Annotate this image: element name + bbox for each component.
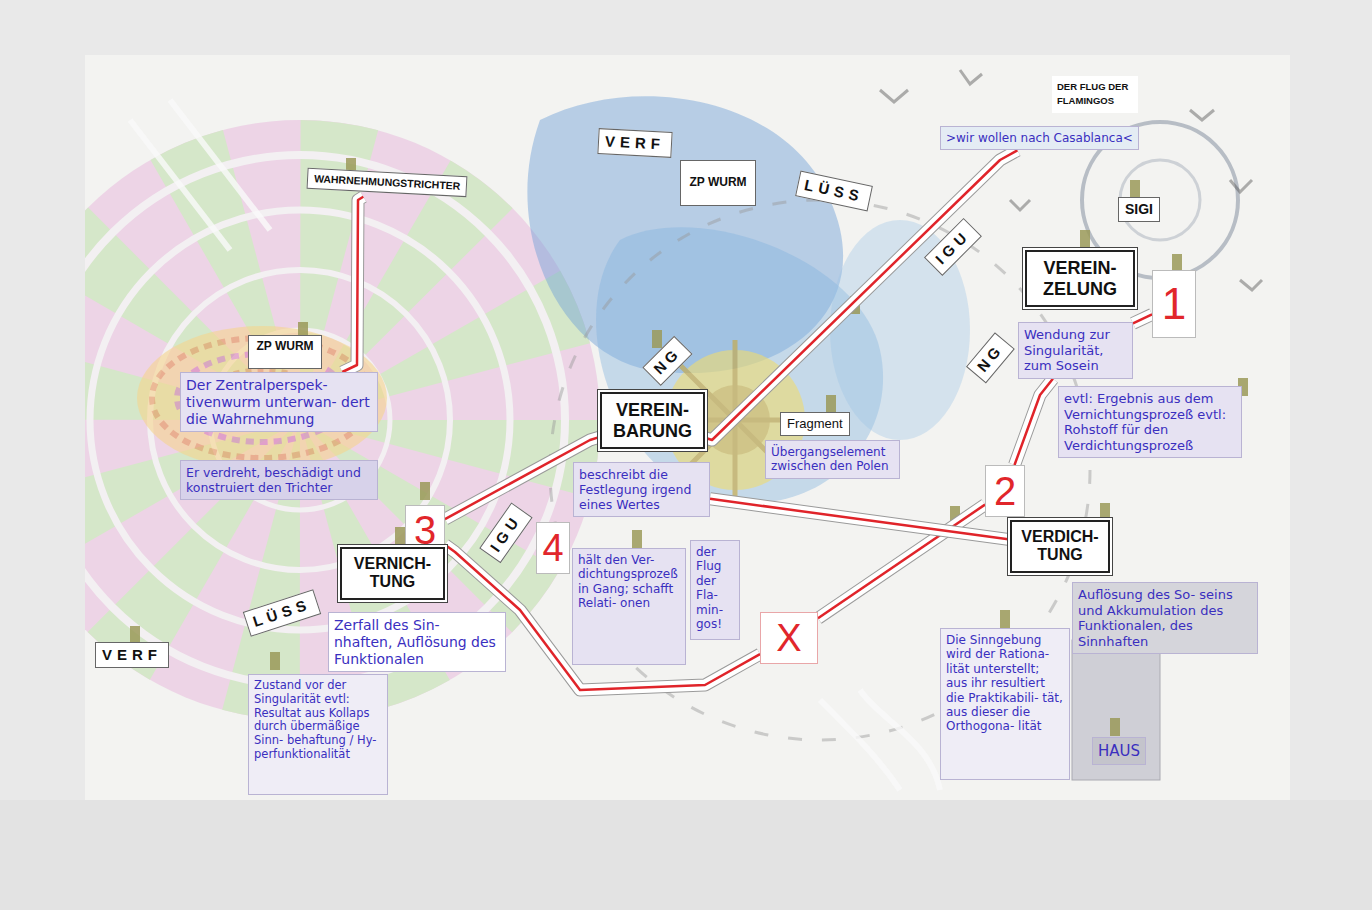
note-box: Auflösung des So- seins und Akkumulation…	[1072, 582, 1258, 654]
node-text: VERDICH- TUNG	[1018, 528, 1102, 565]
node-text: 4	[542, 529, 563, 567]
node-text: 1	[1162, 282, 1186, 326]
band-connector	[1133, 314, 1152, 323]
note-box: hält den Ver- dichtungsprozeß in Gang; s…	[572, 548, 686, 665]
node-text: SIGI	[1125, 201, 1153, 218]
label-tag: ZP WURM	[680, 160, 756, 206]
label-tag: LÜSS	[243, 589, 321, 637]
note-box: >wir wollen nach Casablanca<	[940, 126, 1139, 150]
label-tag: VERF	[597, 128, 672, 158]
note-box: Zustand vor der Singularität evtl: Resul…	[248, 674, 388, 795]
gray-panel	[1072, 640, 1160, 780]
node-text: evtl: Ergebnis aus dem Vernichtungsproze…	[1064, 391, 1236, 453]
node-text: VEREIN- BARUNG	[608, 400, 697, 441]
concept-box: VEREIN- BARUNG	[600, 392, 705, 449]
band-fill	[710, 499, 1010, 540]
collage	[85, 70, 1262, 790]
band-edge	[342, 197, 363, 372]
node-text: NG	[650, 344, 684, 378]
concept-box: VEREIN- ZELUNG	[1025, 250, 1135, 307]
red-line	[1015, 379, 1053, 465]
label-tag: SIGI	[1118, 197, 1160, 222]
title-tag: DER FLUG DER FLAMINGOS	[1052, 76, 1138, 113]
note-box: Er verdreht, beschädigt und konstruiert …	[180, 460, 378, 500]
node-text: ZP WURM	[687, 175, 749, 189]
node-text: 2	[994, 471, 1016, 511]
note-box: Zerfall des Sin- nhaften, Auflösung des …	[328, 612, 506, 672]
note-box: evtl: Ergebnis aus dem Vernichtungsproze…	[1058, 386, 1242, 458]
callout-number: 1	[1152, 270, 1196, 338]
dashed-arc	[550, 200, 1090, 740]
label-tag: NG	[966, 333, 1015, 384]
band-edge	[1015, 379, 1053, 465]
label-tag: ZP WURM	[248, 335, 322, 369]
color-wheel	[85, 120, 600, 720]
node-text: hält den Ver- dichtungsprozeß in Gang; s…	[578, 553, 680, 611]
note-box: Die Sinngebung wird der Rationa- lität u…	[940, 628, 1070, 780]
label-tag: IGU	[924, 218, 982, 276]
node-text: 3	[414, 510, 436, 550]
concept-box: VERDICH- TUNG	[1010, 520, 1110, 573]
callout-number: X	[760, 612, 818, 664]
band-connector	[1015, 379, 1053, 465]
label-tag: LÜSS	[795, 171, 873, 212]
node-text: Der Zentralperspek- tivenwurm unterwan- …	[186, 377, 372, 427]
band-edge	[710, 499, 1010, 540]
node-text: Er verdreht, beschädigt und konstruiert …	[186, 465, 372, 495]
note-box: beschreibt die Festlegung irgend eines W…	[573, 462, 710, 517]
node-text: Zustand vor der Singularität evtl: Resul…	[254, 679, 382, 762]
callout-number: 4	[536, 522, 570, 574]
band-edge	[1133, 314, 1152, 323]
note-box: der Flug der Fla- min- gos!	[690, 540, 740, 640]
node-text: X	[776, 619, 801, 657]
node-text: WAHRNEHMUNGSTRICHTER	[314, 172, 461, 192]
red-line	[710, 499, 1010, 540]
note-box: Übergangselement zwischen den Polen	[765, 440, 900, 479]
node-text: VERF	[102, 646, 162, 664]
funnel-oval	[137, 326, 387, 470]
node-text: LÜSS	[251, 595, 314, 631]
label-tag: Fragment	[780, 412, 850, 436]
label-tag: HAUS	[1092, 737, 1146, 765]
label-tag: VERF	[95, 642, 169, 668]
band-connector	[710, 499, 1010, 540]
concept-box: VERNICH- TUNG	[340, 547, 445, 600]
label-tag: NG	[642, 336, 692, 386]
node-text: NG	[974, 341, 1007, 376]
node-text: Übergangselement zwischen den Polen	[771, 445, 894, 474]
band-fill	[1133, 314, 1152, 323]
node-text: Wendung zur Singularität, zum Sosein	[1024, 327, 1127, 374]
red-line	[342, 197, 363, 372]
node-text: Fragment	[787, 416, 843, 432]
note-box: Wendung zur Singularität, zum Sosein	[1018, 322, 1133, 379]
node-text: Die Sinngebung wird der Rationa- lität u…	[946, 633, 1064, 734]
node-text: beschreibt die Festlegung irgend eines W…	[579, 467, 704, 512]
band-connector	[342, 197, 363, 372]
node-text: HAUS	[1098, 742, 1140, 760]
node-text: Auflösung des So- seins und Akkumulation…	[1078, 587, 1252, 649]
node-text: VERNICH- TUNG	[348, 555, 437, 592]
red-line	[1133, 314, 1152, 323]
floor	[0, 800, 1372, 910]
node-text: >wir wollen nach Casablanca<	[946, 131, 1133, 145]
node-text: LÜSS	[803, 176, 865, 206]
band-fill	[342, 197, 363, 372]
label-tag: WAHRNEHMUNGSTRICHTER	[307, 168, 468, 197]
node-text: IGU	[932, 226, 974, 268]
node-text: VERF	[605, 132, 666, 153]
node-text: der Flug der Fla- min- gos!	[696, 545, 734, 631]
callout-number: 2	[985, 465, 1025, 517]
band-fill	[1015, 379, 1053, 465]
node-text: DER FLUG DER FLAMINGOS	[1057, 80, 1133, 109]
node-text: Zerfall des Sin- nhaften, Auflösung des …	[334, 617, 500, 667]
node-text: VEREIN- ZELUNG	[1033, 258, 1127, 299]
note-box: Der Zentralperspek- tivenwurm unterwan- …	[180, 372, 378, 432]
node-text: ZP WURM	[255, 339, 315, 353]
label-tag: IGU	[479, 503, 532, 564]
node-text: IGU	[487, 511, 526, 555]
